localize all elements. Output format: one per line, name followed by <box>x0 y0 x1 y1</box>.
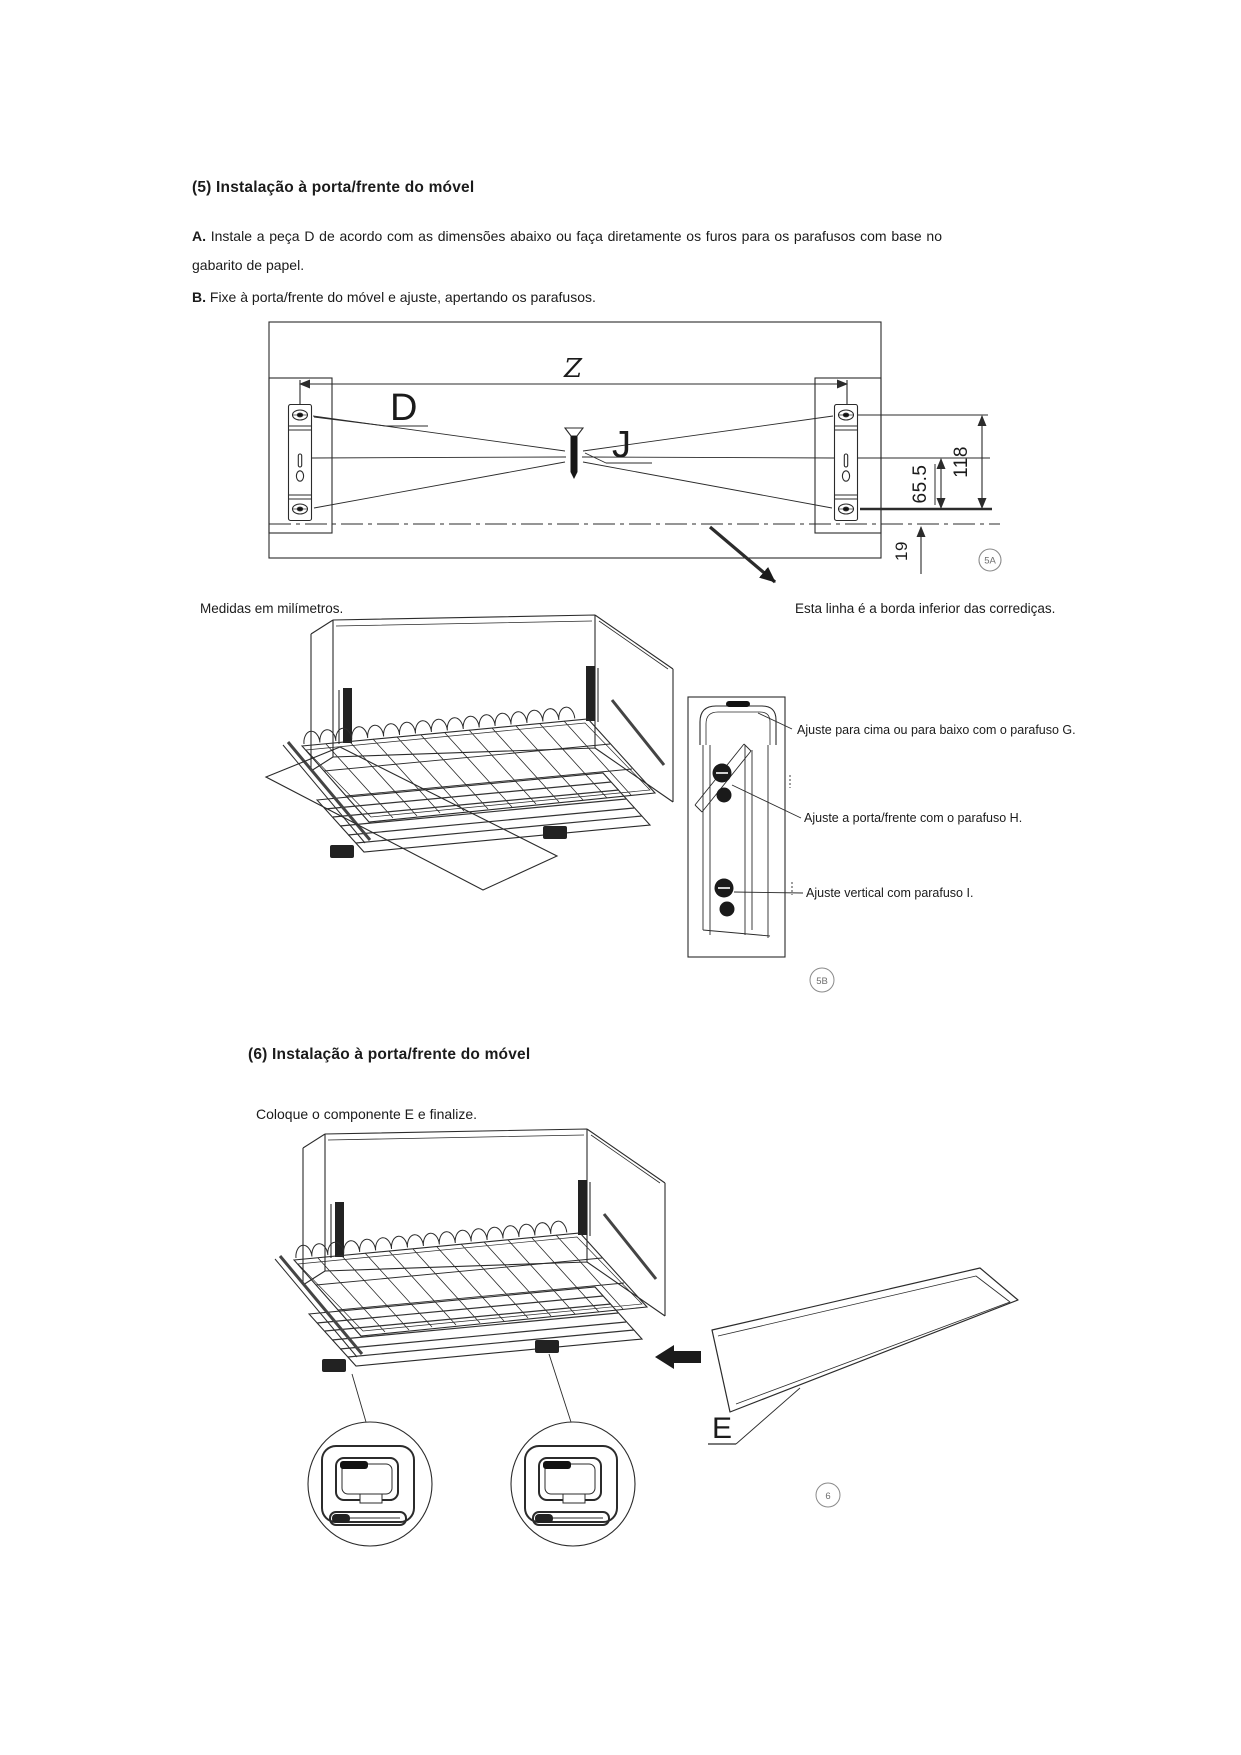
badge-5a-circle <box>978 548 1002 572</box>
front-panel-plane <box>264 746 559 891</box>
centerline-pointer-arrow <box>708 525 777 584</box>
dim-118-text: 118 <box>951 446 972 478</box>
figure-5b <box>264 613 835 993</box>
step-b-label: B. <box>192 289 206 305</box>
right-detail-circle <box>510 1421 636 1547</box>
badge-6-text: 6 <box>825 1491 830 1502</box>
adjustment-detail-box <box>687 696 804 958</box>
label-d: D <box>390 387 417 429</box>
left-side-panel-outline <box>268 377 333 534</box>
step-a-text: Instale a peça D de acordo com as dimens… <box>192 228 942 273</box>
screw-j-drawing <box>563 427 585 479</box>
dim-65-5-text: 65.5 <box>910 465 931 504</box>
step-b-paragraph: B. Fixe à porta/frente do móvel e ajuste… <box>192 283 952 312</box>
left-detail-circle <box>307 1421 433 1547</box>
callout-screw-i: Ajuste vertical com parafuso I. <box>806 886 974 900</box>
label-e: E <box>712 1412 732 1445</box>
door-panel-e-drawing <box>711 1267 1019 1413</box>
badge-5b-text: 5B <box>816 976 828 987</box>
step-a-paragraph: A. Instale a peça D de acordo com as dim… <box>192 222 942 280</box>
figure-6 <box>273 1127 1019 1547</box>
callout-screw-h: Ajuste a porta/frente com o parafuso H. <box>804 811 1023 825</box>
section6-body: Coloque o componente E e finalize. <box>256 1106 478 1122</box>
label-e-leader <box>708 1387 801 1445</box>
section6-heading: (6) Instalação à porta/frente do móvel <box>248 1046 531 1063</box>
diagram-5a <box>268 321 1002 584</box>
right-side-panel-outline <box>814 377 882 534</box>
badge-6-circle <box>815 1482 841 1508</box>
badge-5a-text: 5A <box>984 556 996 567</box>
step-a-label: A. <box>192 228 206 244</box>
step-b-text: Fixe à porta/frente do móvel e ajuste, a… <box>206 289 596 305</box>
section5-heading: (5) Instalação à porta/frente do móvel <box>192 179 475 196</box>
insert-direction-arrow <box>655 1345 701 1369</box>
label-j: J <box>612 424 631 466</box>
dim-19-text: 19 <box>892 541 911 561</box>
slide-line-note: Esta linha é a borda inferior das corred… <box>795 601 1056 616</box>
callout-screw-g: Ajuste para cima ou para baixo com o par… <box>797 723 1076 737</box>
units-note: Medidas em milímetros. <box>200 601 344 616</box>
foot-detail-callouts <box>307 1353 636 1547</box>
label-z: Z <box>563 354 583 384</box>
badge-5b-circle <box>809 967 835 993</box>
